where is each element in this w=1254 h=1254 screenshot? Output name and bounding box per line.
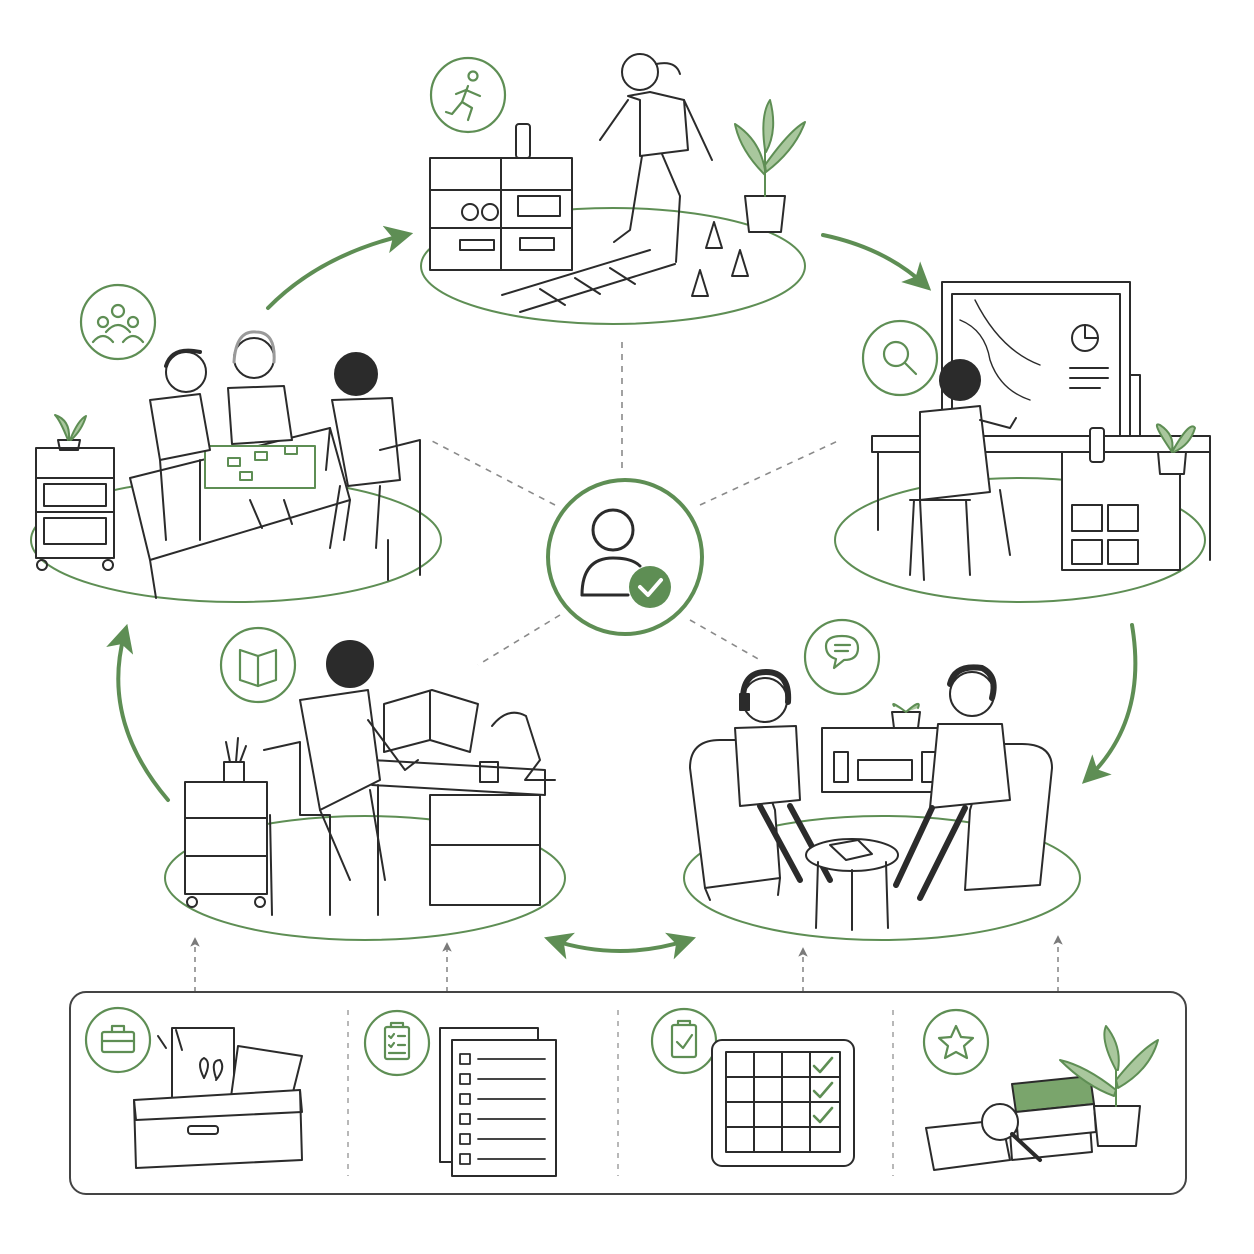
star-icon	[922, 1008, 990, 1076]
hub-check-badge	[629, 566, 671, 608]
chair-right	[379, 439, 421, 581]
toolbox-icon	[84, 1006, 152, 1074]
desk-bottle	[1089, 427, 1105, 463]
water-bottle	[515, 123, 531, 159]
listening-discussion-lounge-scene	[689, 664, 1053, 931]
open-book-icon	[219, 626, 297, 704]
student-at-screen	[909, 359, 1017, 581]
group-table-collaboration-scene	[35, 330, 421, 599]
arrow-research-to-discussion	[1081, 623, 1138, 784]
floor-movement	[420, 207, 806, 325]
group-table	[129, 427, 351, 599]
student-middle	[227, 330, 293, 529]
arrow-reading-to-collaboration	[106, 623, 170, 802]
potted-plant	[734, 99, 806, 233]
desk-lamp	[491, 711, 556, 781]
hub-ring	[546, 478, 704, 636]
spoke-collaboration	[429, 439, 556, 506]
spoke-research	[699, 439, 841, 506]
student-right	[329, 352, 421, 581]
spoke-discussion	[689, 619, 761, 661]
side-table	[805, 838, 899, 931]
supply-caddy-illustration	[133, 1027, 303, 1169]
station-floors	[30, 207, 1206, 941]
learner-check-icon	[580, 508, 642, 597]
arrow-movement-to-research	[821, 233, 932, 291]
running-figure-icon	[429, 56, 507, 134]
floor-research	[834, 477, 1206, 603]
cone	[691, 221, 749, 297]
storage-cart	[35, 414, 115, 571]
floor-reading	[164, 815, 566, 941]
station-icons	[79, 56, 939, 704]
audio-console	[821, 702, 949, 793]
arrow-collaboration-to-movement	[266, 225, 414, 310]
research-desk	[871, 423, 1211, 571]
movement-agility-ladder-scene	[429, 53, 806, 313]
checklist-pages-illustration	[439, 1027, 557, 1177]
hub	[546, 478, 704, 636]
speech-bubble-icon	[803, 618, 881, 696]
student-left	[149, 348, 211, 541]
student-headphones-right	[893, 664, 1011, 901]
reader-student	[263, 640, 419, 916]
flow-arrows	[106, 225, 1138, 960]
clipboard-list-icon	[363, 1009, 431, 1077]
books-and-plant-illustration	[925, 1025, 1159, 1171]
spoke-reading	[477, 614, 561, 666]
clipboard-check-icon	[650, 1007, 718, 1075]
stool	[909, 499, 971, 576]
reading-desk	[371, 689, 556, 916]
resource-panel-frame	[69, 991, 1187, 1195]
digital-map-research-scene	[871, 281, 1211, 581]
reading-chair	[263, 741, 331, 916]
hub-spokes	[429, 340, 841, 666]
magnifier-icon	[861, 319, 939, 397]
tablet-grid-illustration	[711, 1039, 855, 1167]
arrow-reading-discussion-bidirectional	[544, 932, 696, 960]
supply-cart	[184, 737, 268, 908]
child-stepping	[599, 53, 713, 263]
hub-check-mark	[638, 578, 663, 597]
group-people-icon	[79, 283, 157, 361]
independent-reading-desk-scene	[184, 640, 556, 916]
floor-discussion	[683, 815, 1081, 941]
resource-panel	[69, 991, 1187, 1195]
agility-ladder	[501, 249, 676, 313]
